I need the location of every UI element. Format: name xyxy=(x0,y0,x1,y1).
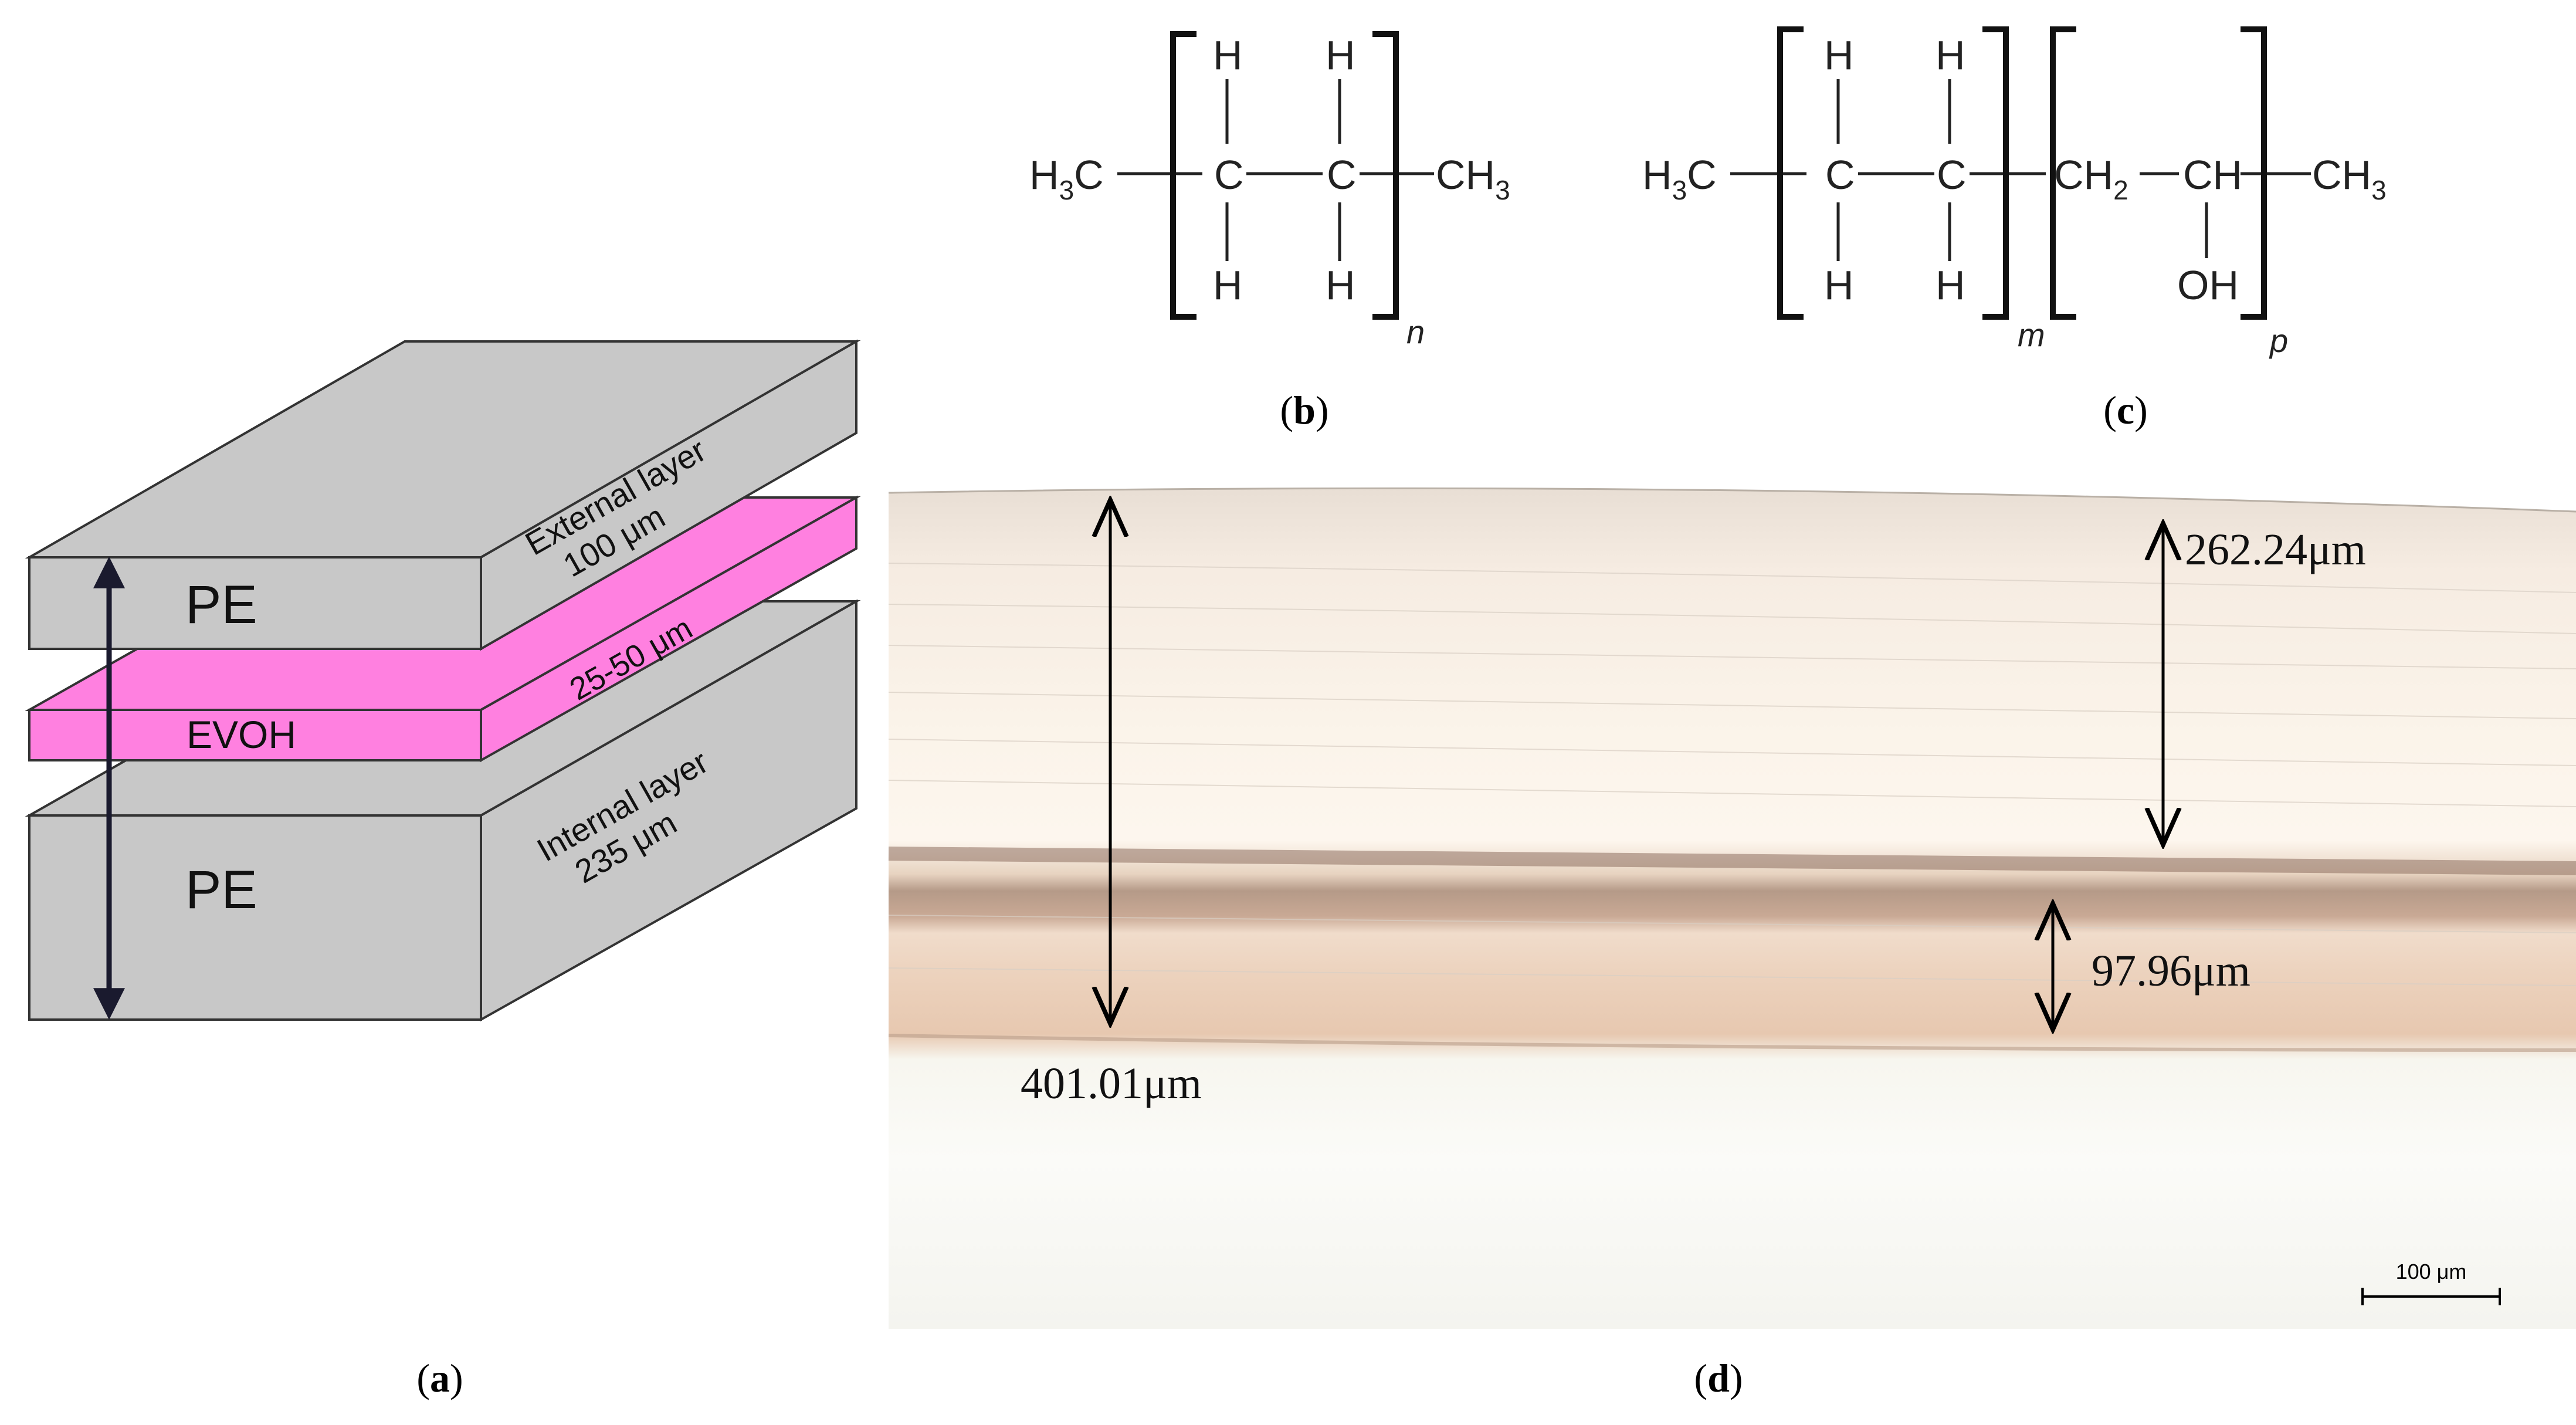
total-thickness-measurement: 401.01μm xyxy=(1021,1059,1202,1108)
evoh-carbon-2: C xyxy=(1937,152,1967,198)
panel-b-polyethylene-structure: H3C C H H C H H n CH3 xyxy=(1029,31,1510,350)
evoh-hydrogen-1-top: H xyxy=(1824,32,1854,78)
pe-hydrogen-1-top: H xyxy=(1213,32,1243,78)
scale-bar-label: 100 μm xyxy=(2396,1260,2467,1284)
caption-c: (c) xyxy=(2103,388,2148,432)
evoh-ch-group: CH xyxy=(2183,152,2242,198)
internal-layer-measurement: 97.96μm xyxy=(2092,946,2250,996)
pe-right-end-group: CH3 xyxy=(1436,152,1510,205)
pe-repeat-subscript-n: n xyxy=(1406,313,1425,350)
evoh-left-end-group: H3C xyxy=(1642,152,1717,205)
bottom-material-label: PE xyxy=(185,860,257,920)
evoh-hydroxyl-group: OH xyxy=(2177,262,2239,308)
panel-d-micrograph: 262.24μm 97.96μm 401.01μm 100 μm xyxy=(888,487,2576,1329)
external-pe-layer xyxy=(25,339,861,651)
pe-left-bracket xyxy=(1170,31,1197,320)
pe-hydrogen-1-bottom: H xyxy=(1213,262,1243,308)
pe-hydrogen-2-top: H xyxy=(1326,32,1355,78)
evoh-repeat-subscript-m: m xyxy=(2018,316,2045,353)
middle-material-label: EVOH xyxy=(187,713,296,756)
pe-hydrogen-2-bottom: H xyxy=(1326,262,1355,308)
evoh-repeat-subscript-p: p xyxy=(2269,322,2288,359)
evoh-bracket-p-left xyxy=(2050,26,2076,320)
evoh-hydrogen-1-bottom: H xyxy=(1824,262,1854,308)
caption-b: (b) xyxy=(1280,388,1328,432)
scale-bar: 100 μm xyxy=(2361,1260,2501,1305)
evoh-carbon-1: C xyxy=(1825,152,1855,198)
top-material-label: PE xyxy=(185,575,257,635)
evoh-hydrogen-2-bottom: H xyxy=(1936,262,1965,308)
caption-d: (d) xyxy=(1694,1356,1743,1400)
pe-left-end-group: H3C xyxy=(1029,152,1104,205)
evoh-bracket-m-left xyxy=(1777,26,1804,320)
evoh-hydrogen-2-top: H xyxy=(1936,32,1965,78)
evoh-right-end-group: CH3 xyxy=(2312,152,2387,205)
pe-right-bracket xyxy=(1372,31,1399,320)
evoh-ch2-group: CH2 xyxy=(2054,152,2128,205)
pe-carbon-1: C xyxy=(1214,152,1244,198)
external-layer-measurement: 262.24μm xyxy=(2185,525,2366,574)
pe-carbon-2: C xyxy=(1327,152,1357,198)
evoh-bracket-p-right xyxy=(2241,26,2267,320)
panel-a-layer-diagram: PE EVOH PE External layer 100 μm 25-50 μ… xyxy=(25,339,861,1022)
caption-a: (a) xyxy=(416,1356,463,1400)
evoh-bracket-m-right xyxy=(1982,26,2009,320)
panel-c-evoh-structure: H3C C H H C H H m CH2 CH OH p CH3 xyxy=(1642,26,2387,359)
